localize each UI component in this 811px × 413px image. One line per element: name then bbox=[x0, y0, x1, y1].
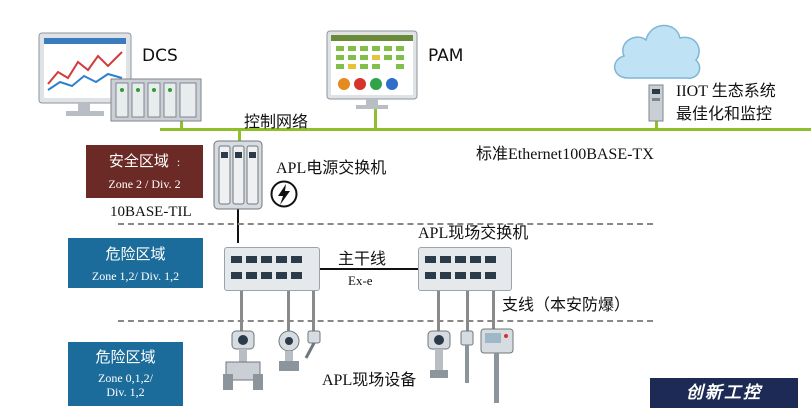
switch-port bbox=[276, 272, 287, 279]
apl-field-devices-label: APL现场设备 bbox=[322, 372, 417, 389]
hazard-zone-2-sub-line2: Div. 1,2 bbox=[106, 385, 145, 399]
safe-zone-colon: : bbox=[176, 155, 181, 169]
switch-port bbox=[470, 272, 481, 279]
hazard-zone-2-box: 危险区域 Zone 0,1,2/ Div. 1,2 bbox=[68, 342, 183, 406]
switch-port bbox=[425, 256, 436, 263]
power-switch-icon bbox=[213, 140, 263, 210]
switch-port bbox=[231, 256, 242, 263]
pressure-transmitter-icon bbox=[278, 330, 300, 371]
hazard-zone-1-title: 危险区域 bbox=[105, 245, 166, 263]
ethernet-standard-label: 标准Ethernet100BASE-TX bbox=[476, 146, 654, 163]
watermark-logo: 创新工控 bbox=[650, 378, 798, 408]
io-rack-icon bbox=[110, 78, 202, 122]
zone-separator-1 bbox=[118, 223, 653, 225]
spur-label: 支线（本安防爆） bbox=[502, 297, 631, 314]
control-network-line bbox=[160, 128, 811, 131]
switch-port bbox=[440, 256, 451, 263]
switch-port bbox=[246, 272, 257, 279]
hazard-zone-1-box: 危险区域 Zone 1,2/ Div. 1,2 bbox=[68, 238, 203, 288]
level-sensor-icon bbox=[304, 330, 321, 359]
switch-port bbox=[261, 272, 272, 279]
switch-port bbox=[470, 256, 481, 263]
hazard-zone-2-sub-line1: Zone 0,1,2/ bbox=[98, 371, 153, 385]
switch-port bbox=[291, 272, 302, 279]
pam-label: PAM bbox=[428, 46, 464, 66]
iiot-device-icon bbox=[648, 84, 664, 122]
safe-zone-title: 安全区域 bbox=[108, 152, 169, 170]
flowmeter-icon-2 bbox=[427, 330, 451, 378]
safe-zone-sub: Zone 2 / Div. 2 bbox=[108, 177, 181, 191]
spur-4 bbox=[437, 290, 440, 334]
apl-power-switch-label: APL电源交换机 bbox=[276, 160, 387, 177]
hazard-zone-1-sub: Zone 1,2/ Div. 1,2 bbox=[91, 269, 180, 283]
spur-3 bbox=[312, 290, 315, 334]
switch-port bbox=[291, 256, 302, 263]
switch-port bbox=[485, 256, 496, 263]
base-til-label: 10BASE-TIL bbox=[110, 204, 192, 220]
switch-port bbox=[455, 256, 466, 263]
field-switch-right bbox=[418, 247, 512, 291]
dcs-monitor-icon bbox=[38, 32, 132, 116]
transmitter-display-icon bbox=[480, 328, 514, 403]
spur-6 bbox=[492, 290, 495, 330]
trunk-label: 主干线 bbox=[338, 251, 387, 268]
ex-e-label: Ex-e bbox=[348, 273, 373, 288]
til-line bbox=[237, 207, 239, 243]
switch-port bbox=[246, 256, 257, 263]
temperature-sensor-icon bbox=[460, 330, 474, 383]
hazard-zone-2-title: 危险区域 bbox=[95, 348, 156, 366]
switch-port bbox=[231, 272, 242, 279]
trunk-line bbox=[318, 268, 418, 270]
zone-separator-2 bbox=[118, 320, 653, 322]
iiot-label-line2: 最佳化和监控 bbox=[676, 106, 773, 123]
spur-1 bbox=[240, 290, 243, 334]
switch-port bbox=[261, 256, 272, 263]
pam-drop-line bbox=[374, 106, 377, 130]
dcs-label: DCS bbox=[142, 46, 178, 66]
switch-port bbox=[276, 256, 287, 263]
control-network-label: 控制网络 bbox=[244, 114, 309, 131]
switch-port bbox=[440, 272, 451, 279]
switch-port bbox=[485, 272, 496, 279]
switch-port bbox=[455, 272, 466, 279]
iiot-label-line1: IIOT 生态系统 bbox=[676, 83, 776, 100]
cloud-icon bbox=[614, 24, 701, 79]
power-switch-drop-line bbox=[238, 130, 241, 144]
pam-monitor-icon bbox=[326, 30, 418, 109]
switch-port bbox=[425, 272, 436, 279]
spur-2 bbox=[287, 290, 290, 334]
iiot-drop-line bbox=[655, 118, 658, 130]
field-switch-left bbox=[224, 247, 320, 291]
flowmeter-icon bbox=[223, 330, 263, 390]
lightning-icon bbox=[270, 180, 298, 208]
spur-5 bbox=[466, 290, 469, 334]
apl-field-switch-label: APL现场交换机 bbox=[418, 225, 529, 242]
safe-zone-title-row: 安全区域 : bbox=[86, 150, 203, 171]
safe-zone-box: 安全区域 : Zone 2 / Div. 2 bbox=[86, 145, 203, 198]
